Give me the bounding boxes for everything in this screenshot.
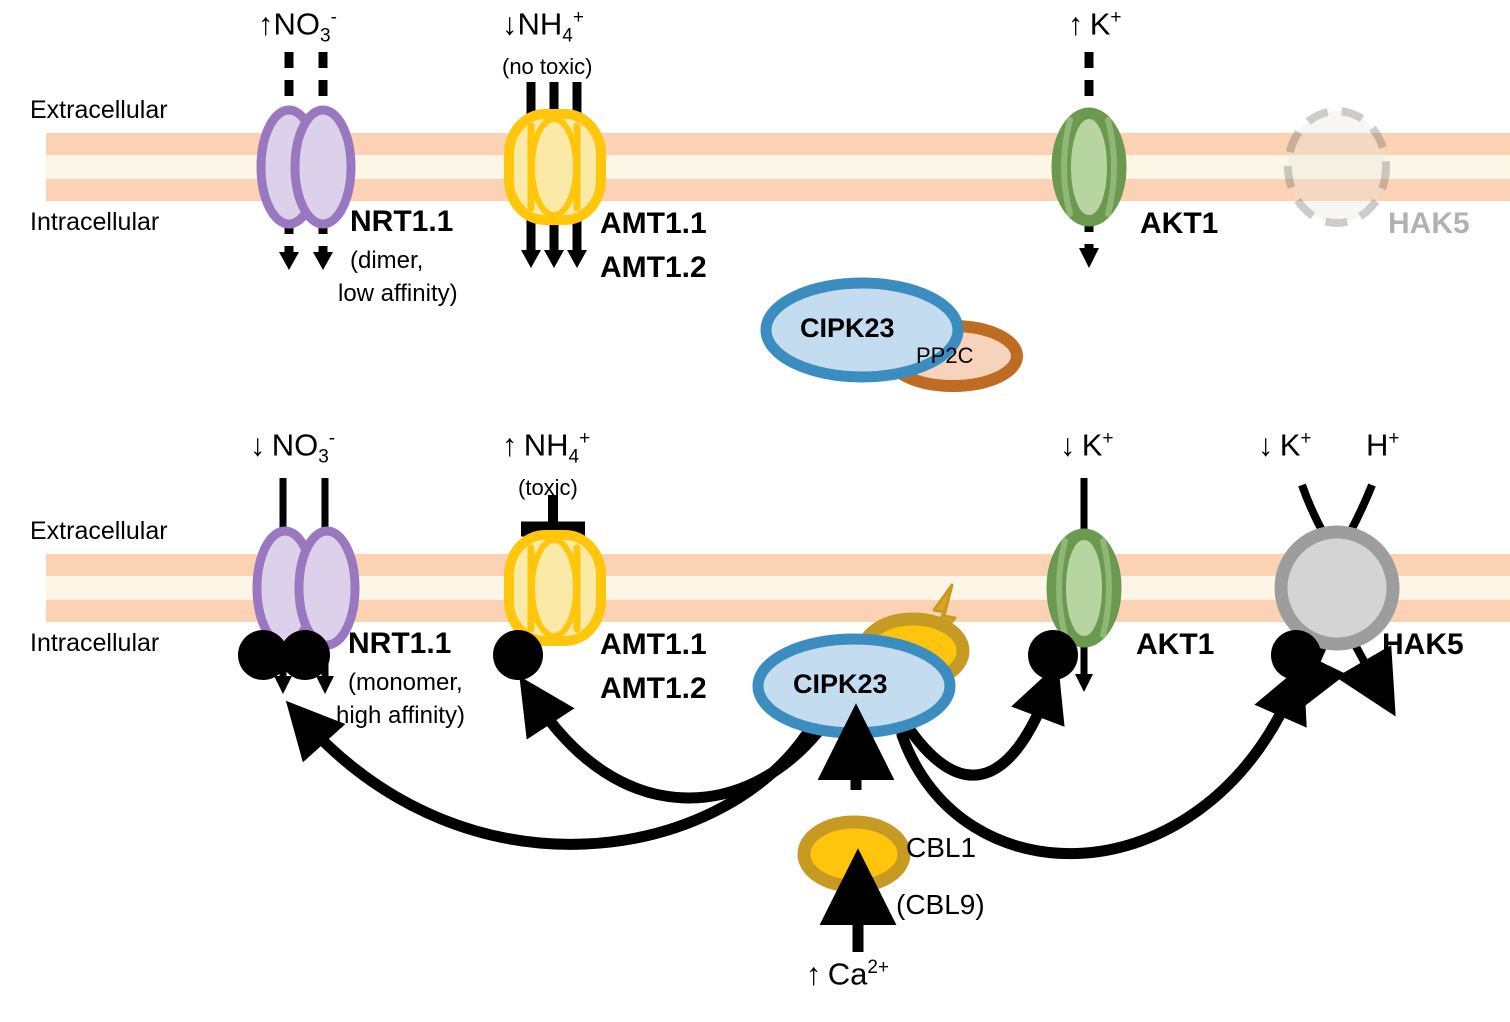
akt1-channel-top[interactable] xyxy=(1051,107,1127,227)
nrt-phospho-marks xyxy=(238,630,330,680)
amt1-channel-bottom[interactable] xyxy=(504,530,606,646)
ca-ion-label: ↑ Ca2+ xyxy=(806,956,890,992)
top-no3-ion-label: ↑NO3- xyxy=(258,6,337,47)
top-amt1-2-name: AMT1.2 xyxy=(600,251,707,284)
arrow-to-amt xyxy=(519,676,824,804)
extracellular-label-bottom: Extracellular xyxy=(30,517,168,545)
bottom-akt-arrowhead xyxy=(1075,674,1093,692)
bottom-nrt-arrowheads xyxy=(274,676,334,694)
arrow-to-nrt xyxy=(285,700,812,850)
cbl1-label: CBL1 xyxy=(906,832,977,863)
bottom-k-hak-ion-label: ↓ K+ xyxy=(1258,427,1312,463)
pp2c-label: PP2C xyxy=(916,343,974,368)
top-nh4-ion-label: ↓NH4+ xyxy=(502,6,584,47)
bottom-amt1-2-name: AMT1.2 xyxy=(600,672,707,705)
top-akt1-name: AKT1 xyxy=(1140,207,1219,240)
top-amt1-1-name: AMT1.1 xyxy=(600,207,707,240)
top-nrt1-1-sub2: low affinity) xyxy=(338,280,458,307)
bottom-no3-ion-label: ↓ NO3- xyxy=(250,427,336,468)
cbl9-label: (CBL9) xyxy=(896,889,985,920)
bottom-nrt1-1-name: NRT1.1 xyxy=(348,627,452,660)
bottom-amt1-1-name: AMT1.1 xyxy=(600,628,707,661)
cipk23-label-top: CIPK23 xyxy=(800,313,895,343)
top-amt-flux-arrowheads xyxy=(521,250,587,268)
cbl1-anchor-lightning-icon xyxy=(924,583,957,652)
top-nrt1-1-name: NRT1.1 xyxy=(350,205,454,238)
membrane-bottom xyxy=(46,554,1510,622)
bottom-k-akt-ion-label: ↓ K+ xyxy=(1060,427,1114,463)
intracellular-label-bottom: Intracellular xyxy=(30,629,160,657)
amt-inhibition-symbol xyxy=(521,495,585,537)
nrt1-1-channel-bottom[interactable] xyxy=(252,526,360,650)
cipk23-phospho-arrows xyxy=(285,663,1307,860)
hak5-channel-top-ghost xyxy=(1284,107,1390,227)
intracellular-label-top: Intracellular xyxy=(30,208,160,236)
top-hak5-name-ghost: HAK5 xyxy=(1388,207,1470,240)
bottom-hak5-name: HAK5 xyxy=(1382,628,1464,661)
nrt1-1-channel-top[interactable] xyxy=(256,105,356,229)
bottom-h-ion-label: H+ xyxy=(1366,427,1400,463)
hak5-channel-bottom[interactable] xyxy=(1274,525,1400,651)
akt-phospho-mark xyxy=(1028,630,1078,680)
bottom-akt1-name: AKT1 xyxy=(1136,628,1215,661)
top-akt-arrowhead xyxy=(1079,248,1099,268)
extracellular-label-top: Extracellular xyxy=(30,96,168,124)
arrow-to-hak5 xyxy=(896,663,1307,860)
arrow-to-akt xyxy=(904,663,1065,781)
top-k-ion-label: ↑ K+ xyxy=(1068,6,1122,42)
hak5-phospho-mark xyxy=(1271,630,1321,680)
bottom-nh4-note: (toxic) xyxy=(518,475,578,500)
bottom-nrt1-1-sub2: high affinity) xyxy=(336,702,465,729)
akt1-channel-bottom[interactable] xyxy=(1046,528,1122,648)
amt-phospho-mark xyxy=(493,630,543,680)
amt1-channel-top[interactable] xyxy=(504,109,606,225)
bottom-nh4-ion-label: ↑ NH4+ xyxy=(502,427,591,468)
cbl1-oval-free[interactable] xyxy=(797,815,911,893)
bottom-nrt1-1-sub1: (monomer, xyxy=(348,669,463,696)
top-nrt1-1-sub1: (dimer, xyxy=(350,247,424,274)
cipk23-label-bottom: CIPK23 xyxy=(793,669,888,699)
top-nh4-note: (no toxic) xyxy=(502,54,593,79)
cipk23-oval-top[interactable] xyxy=(760,277,964,383)
top-nrt-flux-arrowheads xyxy=(279,252,333,270)
